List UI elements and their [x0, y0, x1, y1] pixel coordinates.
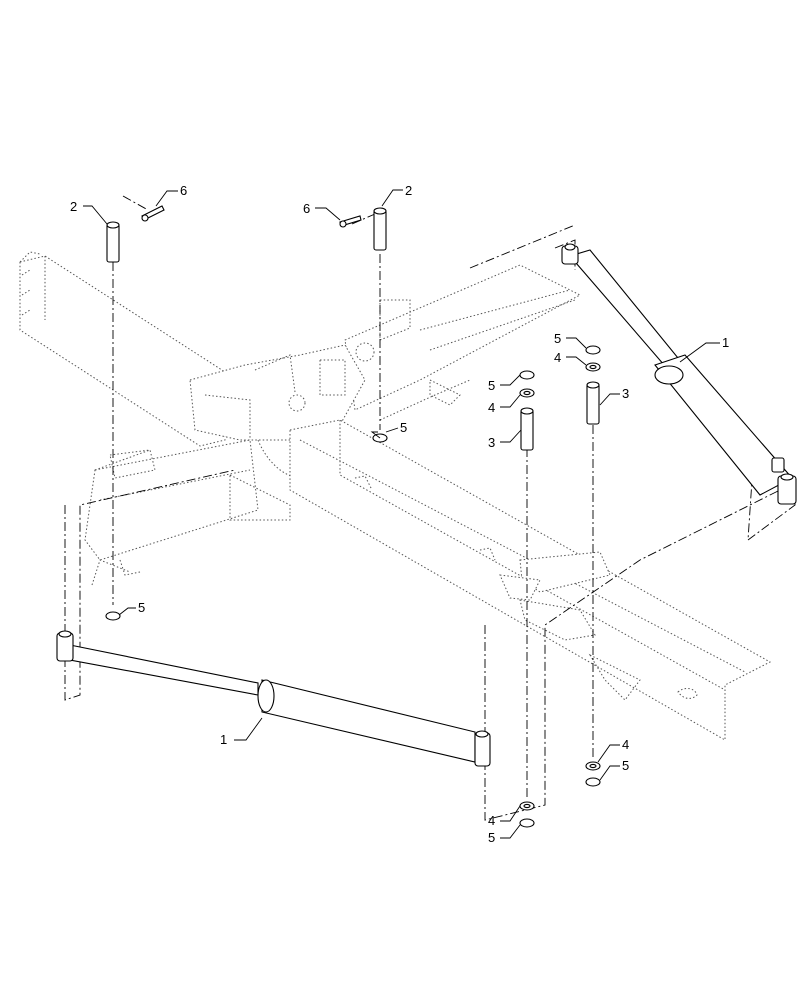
- callout-1: 1: [220, 732, 227, 747]
- callout-labels: 2 6 6 2 1 5 4 5 4 3 5 3 5 1 4 5 4 5: [70, 183, 729, 845]
- callout-6: 6: [303, 201, 310, 216]
- callout-2: 2: [70, 199, 77, 214]
- frame-assembly: [19, 251, 772, 741]
- callout-4: 4: [488, 400, 495, 415]
- callout-4: 4: [488, 813, 495, 828]
- callout-6: 6: [180, 183, 187, 198]
- clip-6-right: [339, 215, 362, 228]
- callout-5: 5: [488, 378, 495, 393]
- callout-2: 2: [405, 183, 412, 198]
- pin-2-right: [373, 207, 387, 251]
- washers-and-rings: [105, 345, 601, 828]
- pin-3-left: [520, 407, 534, 451]
- pin-2-left: [106, 221, 120, 263]
- callout-5: 5: [138, 600, 145, 615]
- alignment-centerlines: [64, 195, 796, 821]
- leader-lines: [83, 189, 720, 839]
- callout-5: 5: [488, 830, 495, 845]
- callout-4: 4: [554, 350, 561, 365]
- callout-5: 5: [622, 758, 629, 773]
- callout-3: 3: [488, 435, 495, 450]
- callout-5: 5: [554, 331, 561, 346]
- pin-3-right: [586, 381, 600, 425]
- hydraulic-cylinder-upper: [561, 243, 797, 505]
- clip-6-left: [141, 205, 165, 222]
- hydraulic-cylinder-lower: [56, 630, 491, 767]
- callout-5: 5: [400, 420, 407, 435]
- callout-3: 3: [622, 386, 629, 401]
- callout-1: 1: [722, 335, 729, 350]
- callout-4: 4: [622, 737, 629, 752]
